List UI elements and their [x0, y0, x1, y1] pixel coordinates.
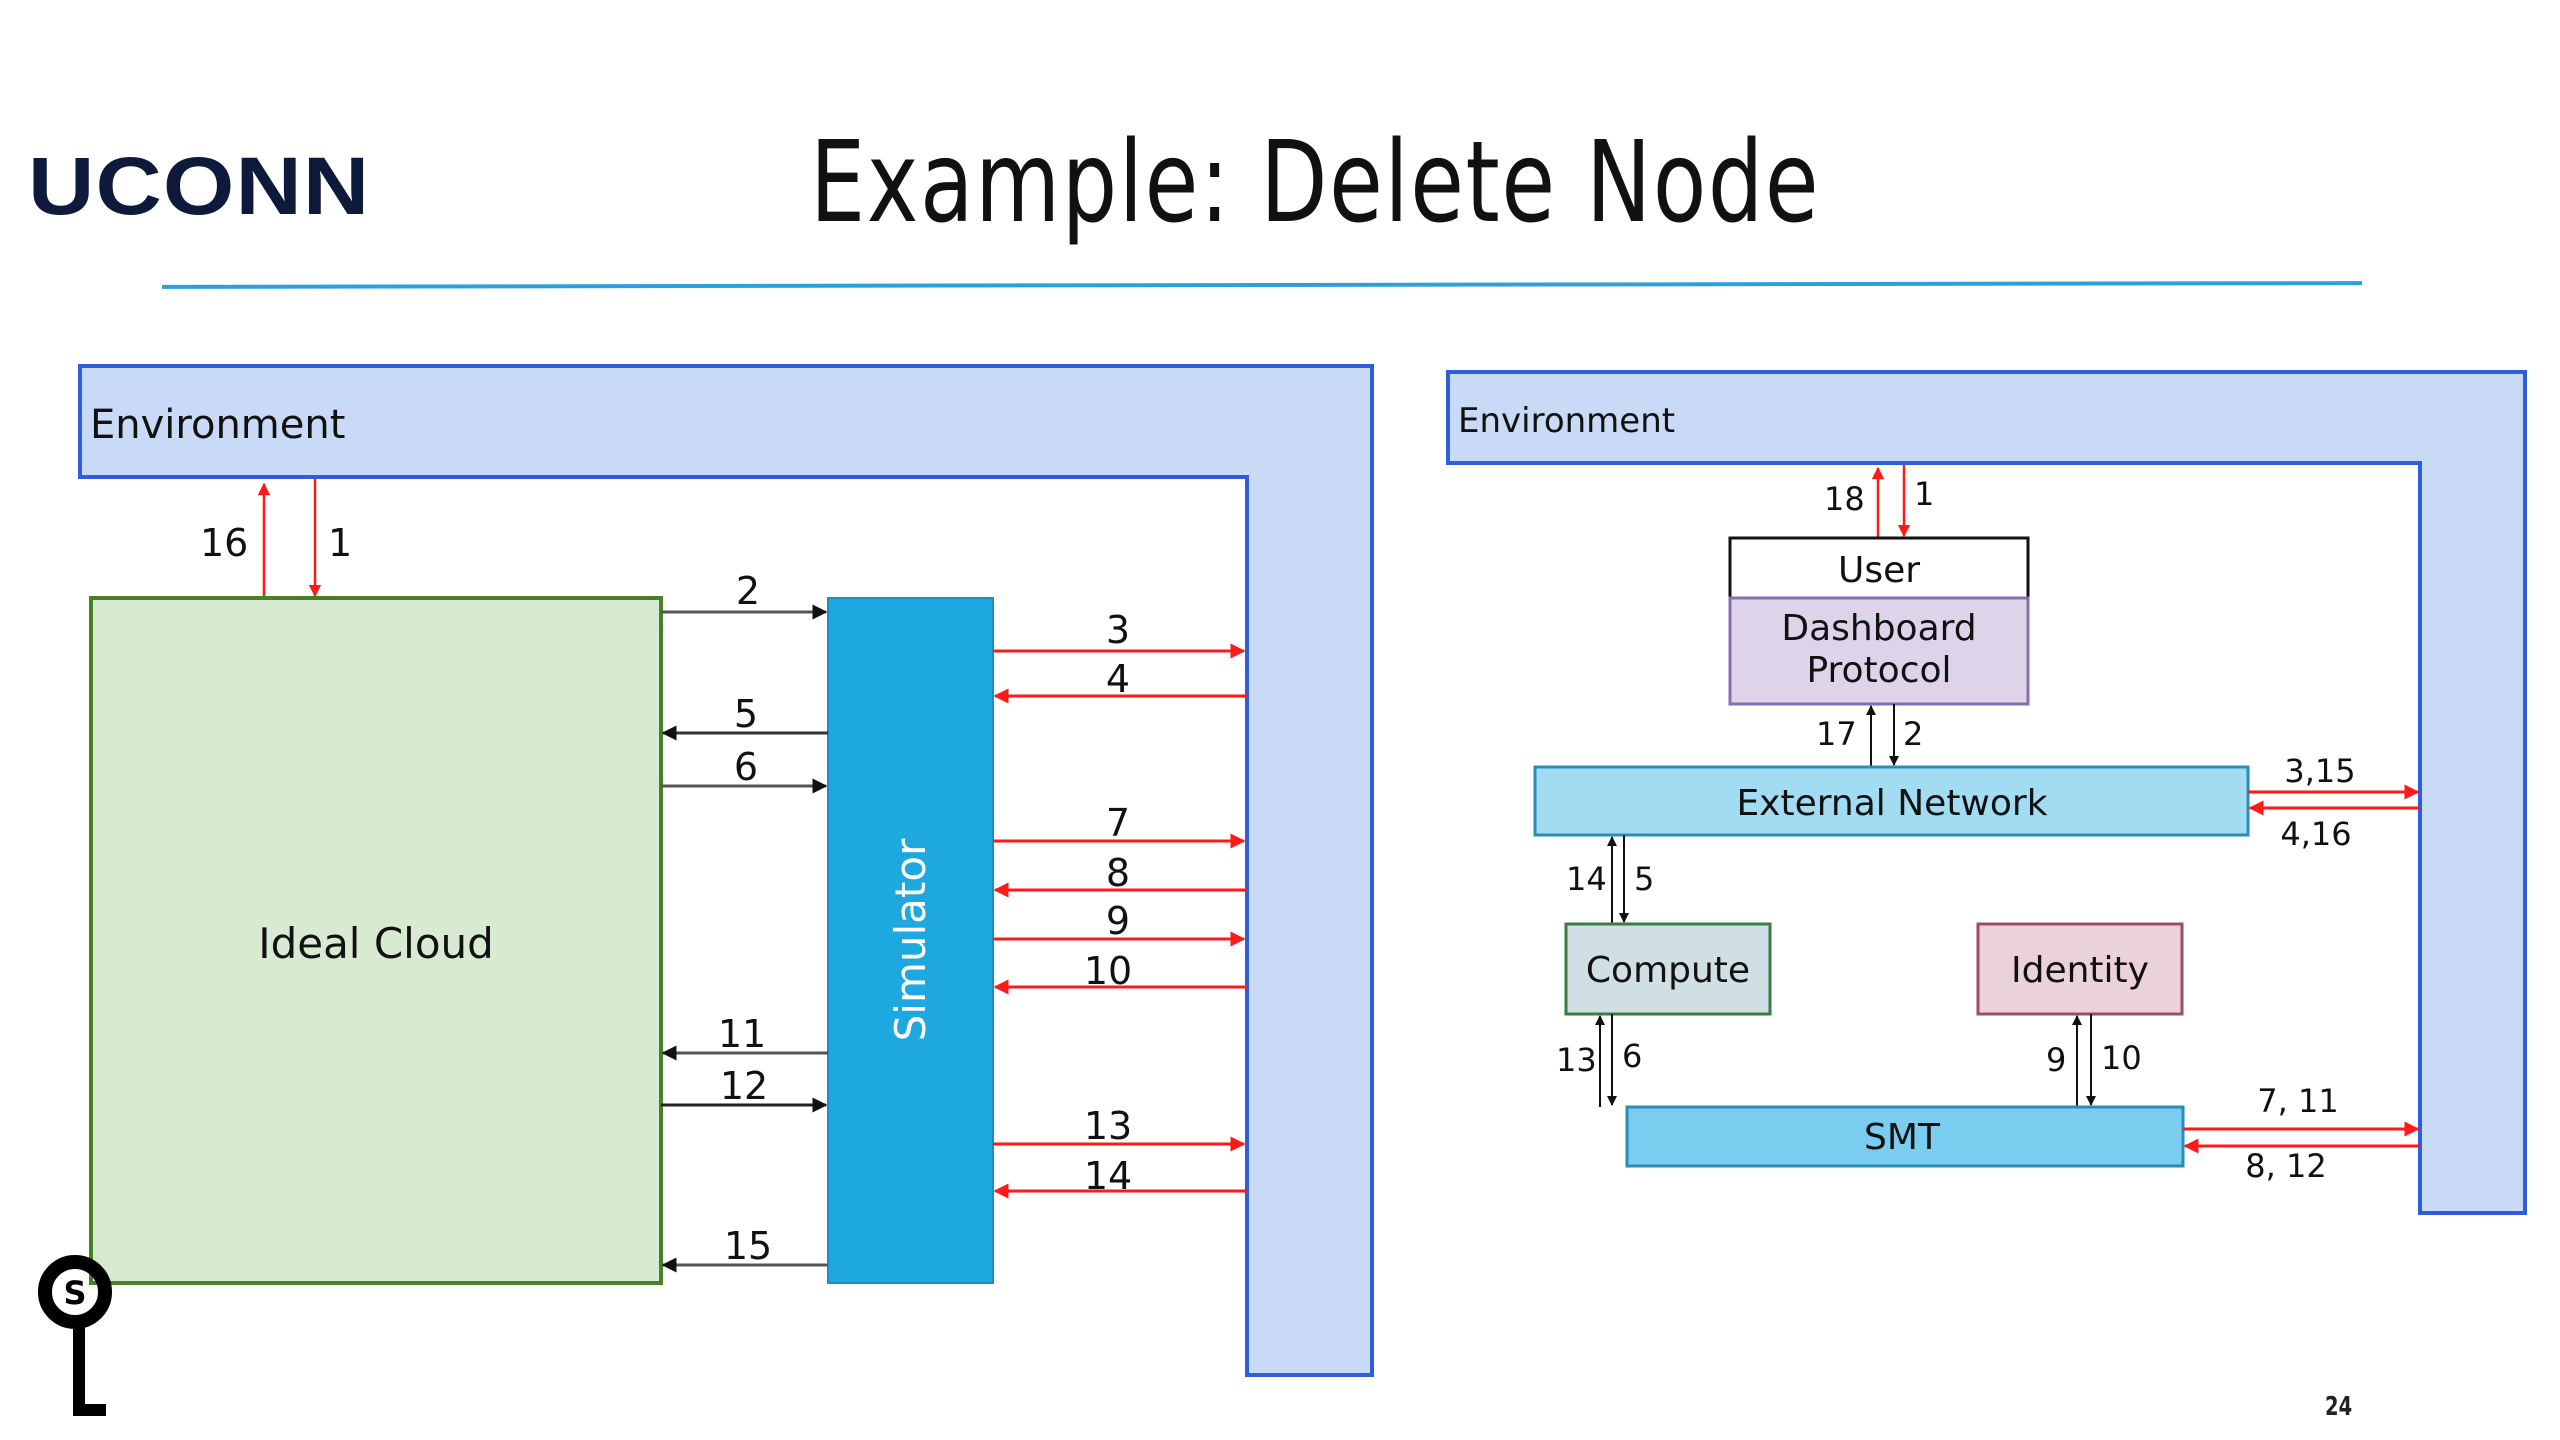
label-12: 12 — [720, 1064, 768, 1108]
label-r7-11: 7, 11 — [2257, 1082, 2338, 1120]
label-r4-16: 4,16 — [2280, 815, 2351, 853]
svg-text:S: S — [63, 1274, 86, 1312]
label-5: 5 — [734, 692, 758, 736]
label-13: 13 — [1084, 1104, 1132, 1148]
label-r9: 9 — [2046, 1041, 2066, 1079]
simulator-label: Simulator — [886, 838, 935, 1041]
label-6: 6 — [734, 745, 758, 789]
label-3: 3 — [1106, 608, 1130, 652]
right-diagram: Environment 18 1 User Dashboard Protocol… — [1446, 370, 2527, 1215]
right-environment-label: Environment — [1458, 401, 1675, 441]
compute-box — [1564, 922, 1772, 1016]
user-label: User — [1838, 550, 1920, 591]
dashboard-label-line1: Dashboard — [1781, 608, 1976, 649]
user-box — [1728, 536, 2030, 600]
left-environment-label: Environment — [90, 402, 345, 448]
slide-title: Example: Delete Node — [810, 118, 1821, 248]
label-r1: 1 — [1914, 475, 1934, 513]
external-network-box — [1533, 765, 2250, 837]
identity-box — [1976, 922, 2184, 1016]
page-number: 24 — [2325, 1392, 2353, 1422]
smt-label: SMT — [1864, 1117, 1941, 1158]
dashboard-protocol-box — [1728, 596, 2030, 706]
label-r2: 2 — [1903, 715, 1923, 753]
label-1: 1 — [328, 521, 352, 565]
dashboard-label-line2: Protocol — [1806, 650, 1951, 691]
label-r18: 18 — [1824, 480, 1865, 518]
label-r8-12: 8, 12 — [2245, 1147, 2326, 1185]
label-r17: 17 — [1816, 715, 1857, 753]
label-r3-15: 3,15 — [2284, 752, 2355, 790]
label-14: 14 — [1084, 1154, 1132, 1198]
label-7: 7 — [1106, 801, 1130, 845]
label-8: 8 — [1106, 851, 1130, 895]
key-logo-icon: S — [38, 1255, 112, 1416]
label-r6: 6 — [1622, 1037, 1642, 1075]
label-9: 9 — [1106, 899, 1130, 943]
smt-box — [1625, 1105, 2185, 1168]
label-2: 2 — [736, 569, 760, 613]
label-r5: 5 — [1634, 860, 1654, 898]
label-r13: 13 — [1556, 1041, 1597, 1079]
identity-label: Identity — [2011, 950, 2149, 991]
uconn-logo: UCONN — [28, 141, 371, 232]
ideal-cloud-label: Ideal Cloud — [258, 919, 494, 968]
left-diagram: Environment 16 1 Ideal Cloud Simulator 2… — [78, 364, 1374, 1377]
compute-label: Compute — [1586, 950, 1750, 991]
label-15: 15 — [724, 1224, 772, 1268]
label-r10: 10 — [2101, 1039, 2142, 1077]
label-10: 10 — [1084, 949, 1132, 993]
label-r14: 14 — [1566, 860, 1607, 898]
label-11: 11 — [718, 1012, 766, 1056]
label-16: 16 — [200, 521, 248, 565]
external-network-label: External Network — [1736, 783, 2047, 824]
right-environment-block — [1446, 370, 2527, 1215]
label-4: 4 — [1106, 657, 1130, 701]
left-environment-block — [78, 364, 1374, 1377]
ideal-cloud-box — [89, 596, 663, 1285]
